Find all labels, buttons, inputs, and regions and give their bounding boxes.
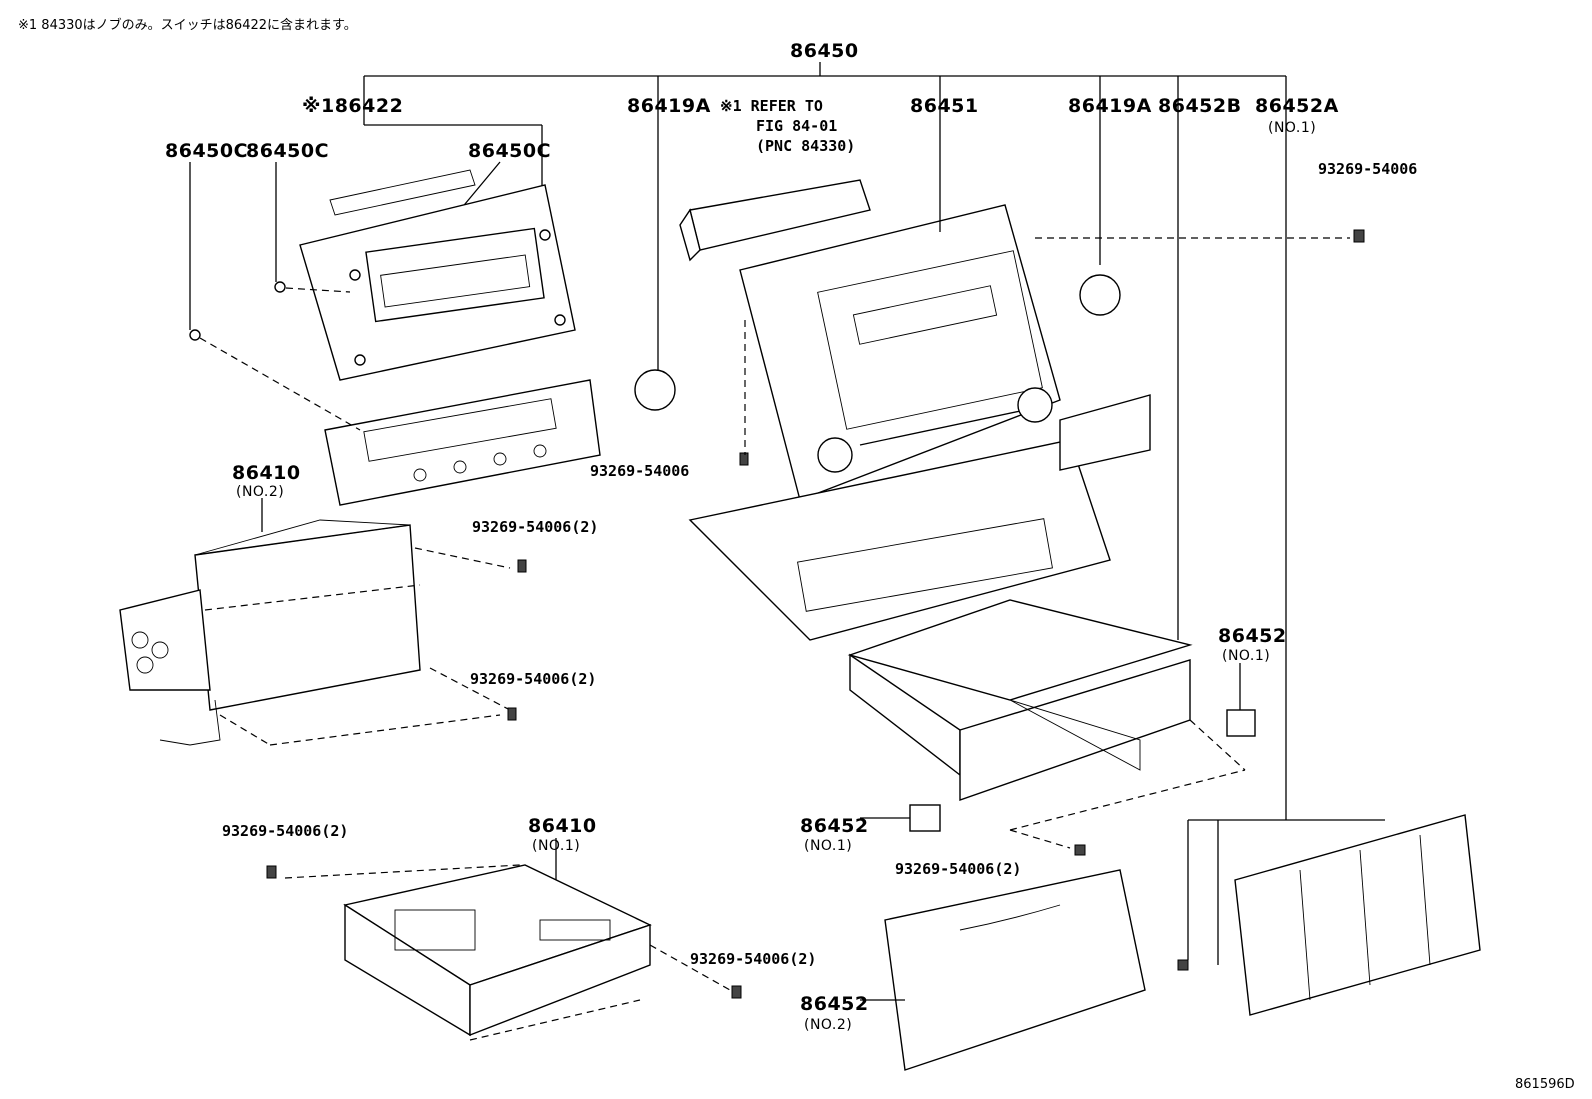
clip-icon xyxy=(909,709,1256,832)
bolt-label-center: 93269-54006 xyxy=(590,462,690,480)
bolt-icon xyxy=(266,229,1365,999)
leader-86450c xyxy=(189,161,501,330)
part-label-86450c-a: 86450C xyxy=(165,140,249,162)
bolt-label-2e: 93269-54006(2) xyxy=(690,950,817,968)
part-label-86450: 86450 xyxy=(790,40,859,62)
bracket-86452b xyxy=(847,599,1193,801)
part-sub-86410-no1: (NO.1) xyxy=(532,838,581,854)
part-sub-86452-right: (NO.1) xyxy=(1222,648,1271,664)
part-label-86410-no1: 86410 xyxy=(528,815,597,837)
assembly-bracket xyxy=(363,62,1287,820)
refer-line-1: ※1 REFER TO xyxy=(720,97,823,115)
refer-line-3: (PNC 84330) xyxy=(756,137,856,155)
part-sub-86452-mid: (NO.1) xyxy=(804,838,853,854)
switch-panel-86422 xyxy=(189,169,576,381)
part-label-86451: 86451 xyxy=(910,95,979,117)
part-label-86450c-c: 86450C xyxy=(468,140,552,162)
lid-86452-no2 xyxy=(884,869,1146,1071)
diagram-code: 861596D xyxy=(1515,1077,1575,1092)
part-label-86422: ※186422 xyxy=(302,95,404,117)
header-note: ※1 84330はノブのみ。スイッチは86422に含まれます。 xyxy=(18,18,357,33)
part-label-86419a-left: 86419A xyxy=(627,95,711,117)
part-label-86452-no2: 86452 xyxy=(800,993,869,1015)
cover-86452a xyxy=(1234,814,1481,1016)
unit-86410-no2 xyxy=(119,498,421,746)
knob-icon xyxy=(634,274,1121,411)
part-label-86452b: 86452B xyxy=(1158,95,1242,117)
part-sub-86410-no2: (NO.2) xyxy=(236,484,285,500)
bolt-label-2b: 93269-54006(2) xyxy=(470,670,597,688)
unit-86410-no1 xyxy=(343,838,652,1037)
bolt-label-2c: 93269-54006(2) xyxy=(222,822,349,840)
display-panel xyxy=(324,379,601,506)
part-label-86410-no2: 86410 xyxy=(232,462,301,484)
part-label-86452-right: 86452 xyxy=(1218,625,1287,647)
bolt-label-top-right: 93269-54006 xyxy=(1318,160,1418,178)
refer-line-2: FIG 84-01 xyxy=(756,117,838,135)
part-sub-86452-no2: (NO.2) xyxy=(804,1017,853,1033)
bolt-label-2d: 93269-54006(2) xyxy=(895,860,1022,878)
part-label-86452a: 86452A xyxy=(1255,95,1339,117)
knob-bracket xyxy=(679,179,871,262)
refer-note: ※1 REFER TO FIG 84-01 (PNC 84330) xyxy=(720,96,855,156)
part-sub-86452a: (NO.1) xyxy=(1268,120,1317,136)
part-label-86419a-right: 86419A xyxy=(1068,95,1152,117)
bolt-label-2a: 93269-54006(2) xyxy=(472,518,599,536)
part-label-86450c-b: 86450C xyxy=(246,140,330,162)
part-label-86452-mid: 86452 xyxy=(800,815,869,837)
bezel-86451 xyxy=(688,204,1151,641)
